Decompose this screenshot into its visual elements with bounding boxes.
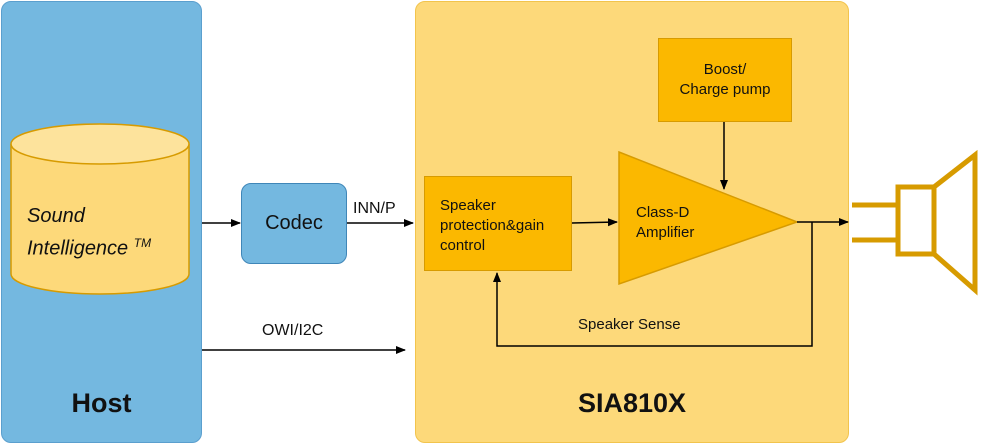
host-title: Host <box>71 388 132 418</box>
sound-intelligence-cylinder <box>10 123 190 295</box>
boost-label-line2: Charge pump <box>679 81 771 98</box>
boost-charge-pump-block: Boost/ Charge pump <box>658 38 792 122</box>
speaker-protection-line2: protection&gain <box>440 217 545 234</box>
trademark-mark: TM <box>133 236 152 250</box>
speaker-sense-loop <box>493 222 813 347</box>
chip-title: SIA810X <box>577 388 687 418</box>
boost-label-line1: Boost/ <box>703 61 747 78</box>
amplifier-label-line2: Amplifier <box>636 224 695 241</box>
speaker-icon <box>852 149 978 296</box>
sound-intelligence-line2: Intelligence <box>27 237 129 260</box>
speaker-protection-block: Speaker protection&gain control <box>424 176 572 271</box>
speaker-protection-line3: control <box>440 237 486 254</box>
protection-to-amp-arrow <box>571 218 618 227</box>
amplifier-triangle <box>618 150 800 286</box>
owi-i2c-label: OWI/I2C <box>262 322 324 339</box>
speaker-sense-label: Speaker Sense <box>578 316 681 333</box>
speaker-protection-line1: Speaker <box>440 197 496 214</box>
codec-block: Codec <box>241 183 347 264</box>
sound-intelligence-line1: Sound <box>27 205 85 227</box>
amplifier-label: Class-D Amplifier <box>636 203 694 243</box>
amplifier-label-line1: Class-D <box>636 204 690 221</box>
codec-label: Codec <box>265 212 323 234</box>
sound-intelligence-label: Sound Intelligence TM <box>27 203 151 263</box>
inn-p-label: INN/P <box>353 200 396 217</box>
